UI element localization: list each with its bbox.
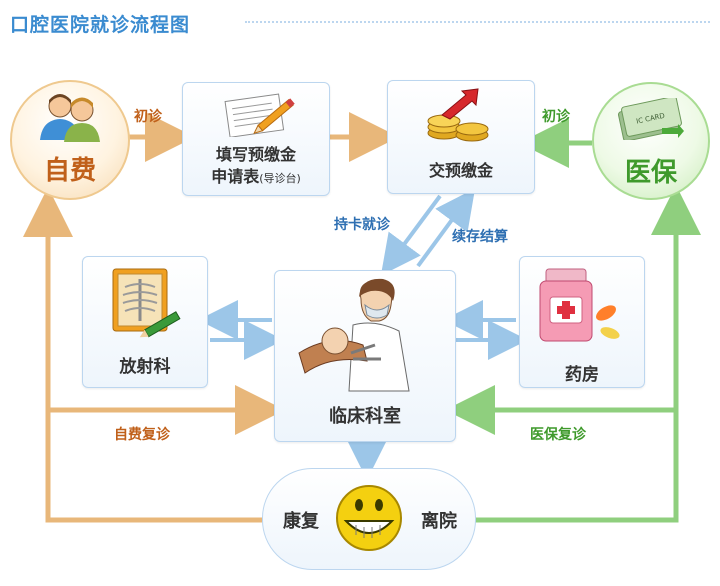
- ic-card-icon: IC CARD: [617, 98, 684, 140]
- recovery-label: 康复: [283, 511, 319, 532]
- dentist-icon: [298, 278, 410, 392]
- discharge-label: 离院: [421, 511, 457, 532]
- clinic-label: 临床科室: [329, 406, 401, 427]
- clinic-node: 临床科室: [274, 270, 456, 442]
- edge-continue-settle: 续存结算: [452, 229, 508, 245]
- smiley-icon: [336, 485, 402, 551]
- pharmacy-node: 药房: [519, 256, 645, 388]
- edge-insurance-revisit: 医保复诊: [530, 427, 586, 443]
- edge-self-pay-revisit: 自费复诊: [114, 427, 170, 443]
- loop-selfpay: [22, 187, 262, 523]
- form-pen-icon: [224, 93, 295, 137]
- edge-first-visit-left: 初诊: [134, 109, 162, 125]
- self-pay-node: 自费: [10, 80, 130, 200]
- arrow-prepay-to-clinic: [380, 194, 442, 276]
- application-form-label-1: 填写预缴金: [215, 145, 296, 164]
- application-form-note: (导诊台): [259, 172, 301, 185]
- application-form-label-main: 申请表: [211, 167, 260, 186]
- title-divider: [245, 21, 710, 23]
- edge-card-visit: 持卡就诊: [334, 217, 390, 233]
- page-title: 口腔医院就诊流程图: [10, 14, 191, 36]
- recovery-discharge-node: 康复 离院: [262, 468, 476, 570]
- self-pay-label: 自费: [43, 156, 96, 186]
- application-form-label-2: 申请表(导诊台): [183, 167, 329, 189]
- edge-first-visit-right: 初诊: [542, 109, 570, 125]
- prepayment-node: 交预缴金: [387, 80, 535, 194]
- radiology-node: 放射科: [82, 256, 208, 388]
- medicine-icon: [539, 268, 620, 342]
- insurance-node: IC CARD 医保: [592, 82, 710, 200]
- prepayment-label: 交预缴金: [428, 161, 493, 180]
- loop-insurance: [472, 185, 701, 523]
- application-form-node: 填写预缴金 申请表(导诊台): [182, 82, 330, 196]
- xray-icon: [112, 268, 181, 338]
- pharmacy-label: 药房: [565, 365, 599, 385]
- radiology-label: 放射科: [119, 357, 171, 377]
- people-icon: [40, 94, 100, 142]
- coins-icon: [427, 88, 489, 142]
- insurance-label: 医保: [624, 158, 677, 188]
- arrow-clinic-to-prepay: [416, 188, 476, 268]
